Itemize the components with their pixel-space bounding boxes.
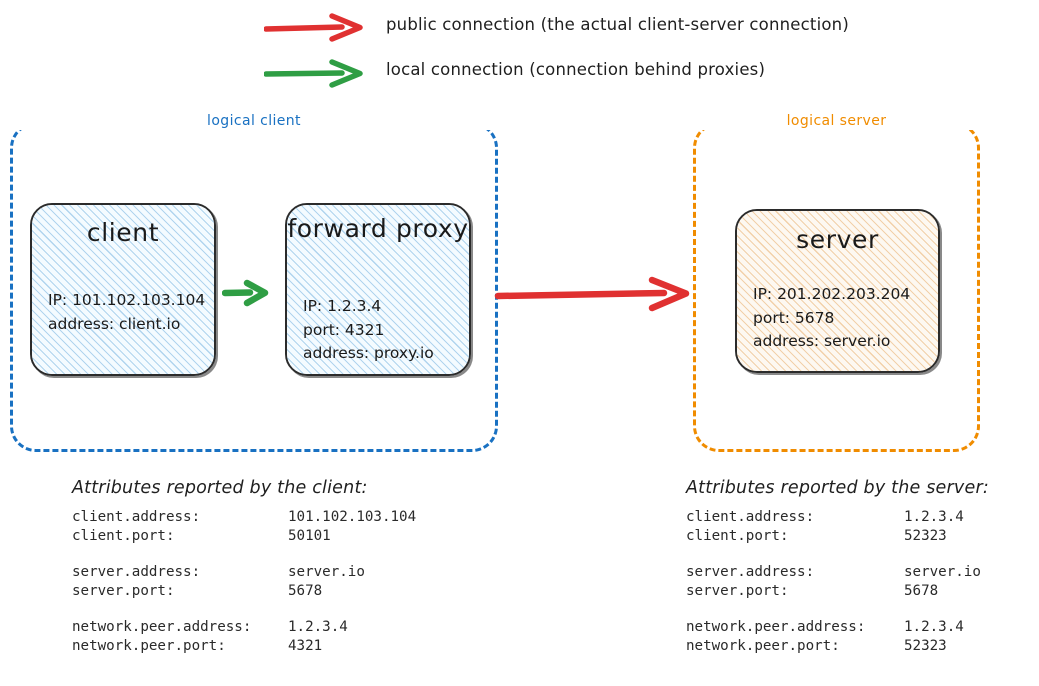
attr-value: server.io [904, 564, 981, 580]
attributes-client-panel: Attributes reported by the client: clien… [72, 478, 416, 655]
legend-label-local: local connection (connection behind prox… [386, 60, 766, 79]
legend: public connection (the actual client-ser… [0, 0, 1039, 105]
attr-value: server.io [288, 564, 365, 580]
attr-key: server.address: [686, 564, 815, 580]
attr-key: client.port: [72, 527, 175, 544]
attr-key: network.peer.port: [686, 637, 840, 654]
table-row: client.address: 101.102.103.104 [72, 508, 416, 527]
legend-label-public: public connection (the actual client-ser… [386, 15, 849, 34]
attr-key: client.address: [72, 509, 201, 525]
attr-group: client.address: 101.102.103.104 client.p… [72, 508, 416, 545]
node-client-details: IP: 101.102.103.104 address: client.io [48, 291, 206, 333]
legend-item-public: public connection (the actual client-ser… [0, 13, 1039, 43]
table-row: network.peer.address: 1.2.3.4 [72, 618, 416, 637]
attributes-server-heading: Attributes reported by the server: [686, 478, 989, 498]
node-client-title: client [86, 218, 160, 247]
node-server-title: server [796, 225, 879, 254]
logical-client-group: logical client [10, 112, 498, 452]
attributes-server-panel: Attributes reported by the server: clien… [686, 478, 989, 655]
attr-group: network.peer.address: 1.2.3.4 network.pe… [686, 618, 989, 655]
attr-value: 52323 [904, 527, 947, 544]
table-row: client.port: 50101 [72, 527, 416, 546]
attr-key: server.port: [686, 582, 789, 599]
logical-client-label: logical client [13, 112, 495, 130]
table-row: server.address: server.io [72, 563, 416, 582]
attributes-client-heading: Attributes reported by the client: [72, 478, 368, 498]
table-row: server.address: server.io [686, 563, 989, 582]
attr-key: client.port: [686, 527, 789, 544]
attr-key: server.port: [72, 582, 175, 599]
logical-server-label: logical server [696, 112, 977, 130]
attr-key: network.peer.port: [72, 637, 226, 654]
table-row: network.peer.port: 4321 [72, 637, 416, 656]
attr-value: 1.2.3.4 [904, 509, 964, 525]
node-server[interactable]: server IP: 201.202.203.204 port: 5678 ad… [735, 209, 940, 373]
node-client[interactable]: client IP: 101.102.103.104 address: clie… [30, 203, 216, 376]
attr-value: 52323 [904, 637, 947, 654]
attr-key: network.peer.address: [72, 619, 252, 635]
attr-key: client.address: [686, 509, 815, 525]
attr-value: 50101 [288, 527, 331, 544]
table-row: server.port: 5678 [72, 582, 416, 601]
attr-group: server.address: server.io server.port: 5… [686, 563, 989, 600]
table-row: server.port: 5678 [686, 582, 989, 601]
node-forward-proxy-title: forward proxy [287, 214, 469, 243]
attr-value: 5678 [288, 582, 323, 599]
attr-group: network.peer.address: 1.2.3.4 network.pe… [72, 618, 416, 655]
green-arrow-icon [264, 59, 363, 88]
attr-value: 5678 [904, 582, 939, 599]
table-row: network.peer.address: 1.2.3.4 [686, 618, 989, 637]
attr-value: 1.2.3.4 [904, 619, 964, 635]
table-row: network.peer.port: 52323 [686, 637, 989, 656]
attributes-client-table: client.address: 101.102.103.104 client.p… [72, 508, 416, 655]
logical-server-group: logical server [693, 112, 980, 452]
attr-group: client.address: 1.2.3.4 client.port: 523… [686, 508, 989, 545]
attr-key: server.address: [72, 564, 201, 580]
red-arrow-public-connection [494, 276, 690, 312]
red-arrow-icon [264, 13, 363, 42]
node-forward-proxy[interactable]: forward proxy IP: 1.2.3.4 port: 4321 add… [285, 203, 471, 376]
table-row: client.address: 1.2.3.4 [686, 508, 989, 527]
attr-value: 1.2.3.4 [288, 619, 348, 635]
green-arrow-local-connection [222, 279, 269, 307]
legend-item-local: local connection (connection behind prox… [0, 58, 1039, 88]
attr-group: server.address: server.io server.port: 5… [72, 563, 416, 600]
attr-value: 4321 [288, 637, 323, 654]
node-forward-proxy-details: IP: 1.2.3.4 port: 4321 address: proxy.io [303, 297, 434, 363]
attr-key: network.peer.address: [686, 619, 866, 635]
table-row: client.port: 52323 [686, 527, 989, 546]
node-server-details: IP: 201.202.203.204 port: 5678 address: … [753, 285, 911, 351]
attr-value: 101.102.103.104 [288, 509, 417, 525]
attributes-server-table: client.address: 1.2.3.4 client.port: 523… [686, 508, 989, 655]
